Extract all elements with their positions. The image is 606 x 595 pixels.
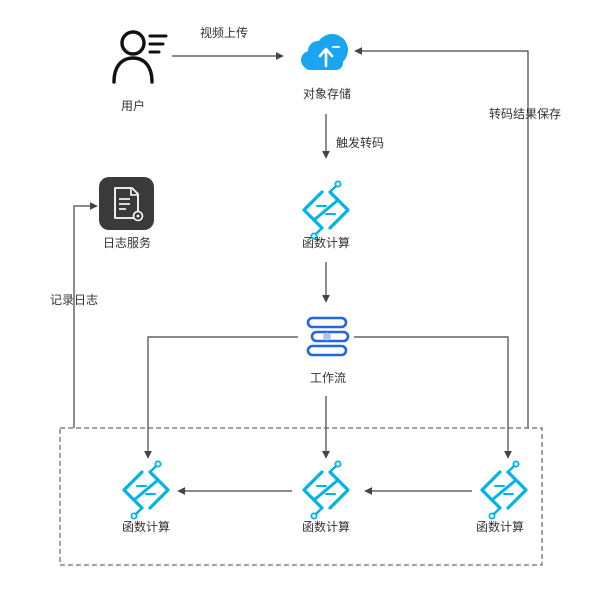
edge-label-save: 转码结果保存 — [489, 107, 562, 121]
edge-workflow-to-fc-left — [144, 336, 298, 459]
function-compute-icon — [480, 459, 528, 521]
node-label-fc-top: 函数计算 — [301, 236, 351, 250]
function-compute-icon — [122, 459, 170, 521]
cloud-upload-icon — [301, 34, 348, 70]
edge-label-trigger: 触发转码 — [336, 136, 385, 150]
node-label-fc-right: 函数计算 — [475, 520, 525, 534]
edge-save — [354, 47, 529, 428]
edge-label-upload: 视频上传 — [200, 26, 249, 40]
function-compute-icon — [302, 459, 350, 521]
function-compute-icon — [302, 179, 350, 241]
workflow-icon — [306, 316, 350, 357]
node-label-workflow: 工作流 — [309, 371, 347, 385]
function-group-container — [59, 427, 543, 566]
node-label-fc-left: 函数计算 — [121, 520, 171, 534]
edge-log — [73, 202, 98, 428]
node-label-user: 用户 — [120, 99, 146, 113]
edge-workflow-to-fc-right — [354, 336, 512, 459]
node-label-oss: 对象存储 — [302, 87, 352, 101]
node-label-log: 日志服务 — [102, 236, 152, 250]
node-label-fc-mid: 函数计算 — [301, 520, 351, 534]
edge-label-log: 记录日志 — [50, 293, 99, 307]
document-settings-icon — [99, 177, 154, 230]
user-icon — [112, 30, 168, 84]
